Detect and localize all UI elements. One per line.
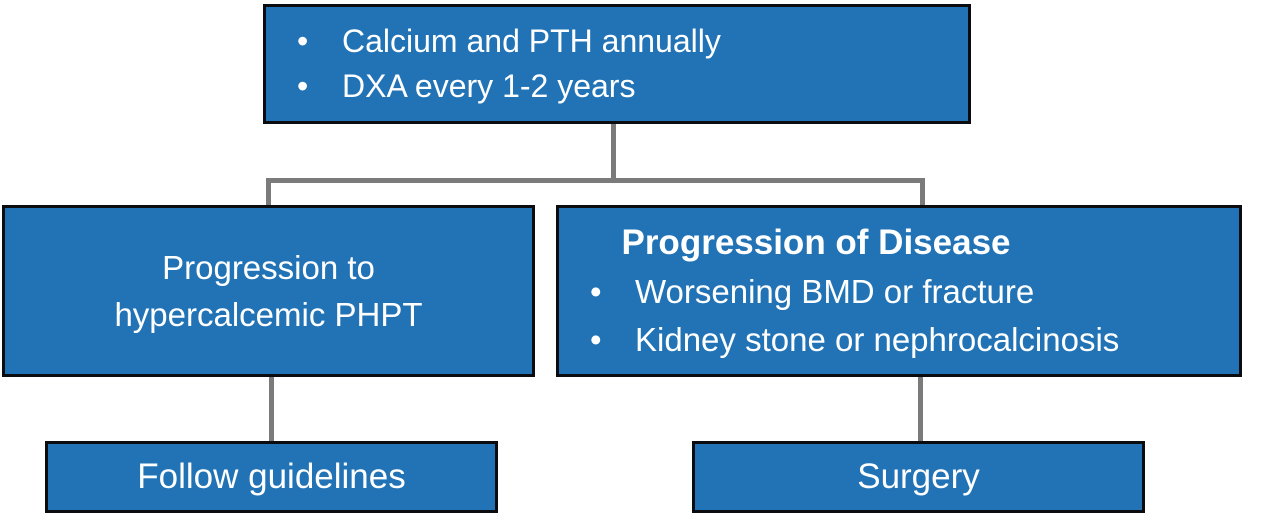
monitoring-box: • Calcium and PTH annually • DXA every 1… <box>263 4 971 124</box>
list-item: • Kidney stone or nephrocalcinosis <box>559 316 1239 364</box>
bullet-icon: • <box>297 68 309 104</box>
outcome-label: Follow guidelines <box>137 457 406 496</box>
bullet-icon: • <box>590 321 602 358</box>
connector-monitoring-to-branch <box>611 122 616 183</box>
connector-branch-right-drop <box>920 178 925 207</box>
follow-guidelines-box: Follow guidelines <box>45 441 498 513</box>
progression-disease-box: Progression of Disease • Worsening BMD o… <box>556 205 1242 377</box>
monitoring-bullet-text: DXA every 1-2 years <box>342 68 636 104</box>
surgery-box: Surgery <box>692 441 1145 513</box>
outcome-label: Surgery <box>857 457 980 496</box>
list-item: • Worsening BMD or fracture <box>559 268 1239 316</box>
condition-title: Progression of Disease <box>621 223 1011 262</box>
list-item: • DXA every 1-2 years <box>266 64 968 109</box>
condition-text-line: Progression to <box>162 249 375 286</box>
bullet-icon: • <box>590 273 602 310</box>
connector-right-condition-to-outcome <box>918 374 923 442</box>
connector-left-condition-to-outcome <box>269 374 274 442</box>
monitoring-bullet-list: • Calcium and PTH annually • DXA every 1… <box>266 19 968 109</box>
disease-bullet-text: Kidney stone or nephrocalcinosis <box>635 321 1120 358</box>
progression-phpt-box: Progression to hypercalcemic PHPT <box>2 205 535 377</box>
monitoring-bullet-text: Calcium and PTH annually <box>342 23 721 59</box>
connector-branch-left-drop <box>266 178 271 207</box>
disease-bullet-text: Worsening BMD or fracture <box>635 273 1035 310</box>
condition-text-line: hypercalcemic PHPT <box>114 296 423 333</box>
bullet-icon: • <box>297 23 309 59</box>
list-item: • Calcium and PTH annually <box>266 19 968 64</box>
disease-bullet-list: • Worsening BMD or fracture • Kidney sto… <box>559 268 1239 364</box>
connector-branch-horizontal <box>266 178 925 183</box>
